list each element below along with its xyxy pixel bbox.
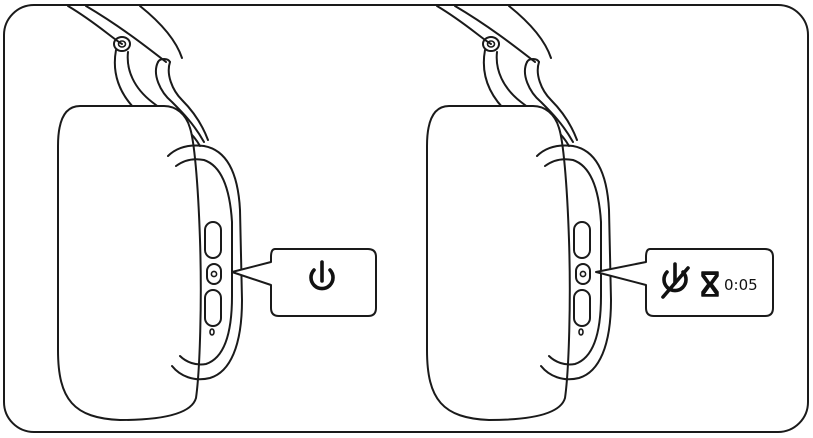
microphone-hole [209,328,215,336]
headphone-illustration [57,5,243,421]
power-off-icon [661,262,690,299]
slider-ring-inner [486,40,496,48]
volume-up-button [573,221,591,259]
headband-end-cap [157,58,171,63]
headband-end [523,61,574,143]
callout-power-on [231,248,377,317]
headband-end-cap [526,58,540,63]
volume-down-button [204,289,222,327]
power-button-dot [210,270,218,278]
headband-strip [139,5,183,59]
ear-cup-inner-edge [175,158,233,366]
headband-strip [454,5,536,63]
ear-cup-housing [167,144,243,381]
hourglass-icon [701,271,719,297]
ear-cushion [57,105,202,421]
callout-box [231,248,377,317]
volume-down-button [573,289,591,327]
headband-end [167,61,209,141]
headband-end [536,61,578,141]
power-button [206,263,222,285]
headphone-illustration [426,5,612,421]
ear-cup-housing [536,144,612,381]
volume-up-button [204,221,222,259]
headband-end [154,61,205,143]
headband-strip [508,5,552,59]
diagram-frame [3,4,809,433]
callout-timer-text: 0:05 [724,276,758,294]
ear-cushion [426,105,571,421]
callout-power-off: 0:05 [595,248,774,317]
ear-cup-inner-edge [544,158,602,366]
slider-ring [113,36,131,52]
power-button-dot [579,270,587,278]
slider-ring [482,36,500,52]
power-button [575,263,591,285]
power-icon [309,260,335,291]
panel-left [57,5,377,421]
headband-strip [85,5,167,63]
microphone-hole [578,328,584,336]
slider-ring-inner [117,40,127,48]
panel-right [426,5,612,421]
